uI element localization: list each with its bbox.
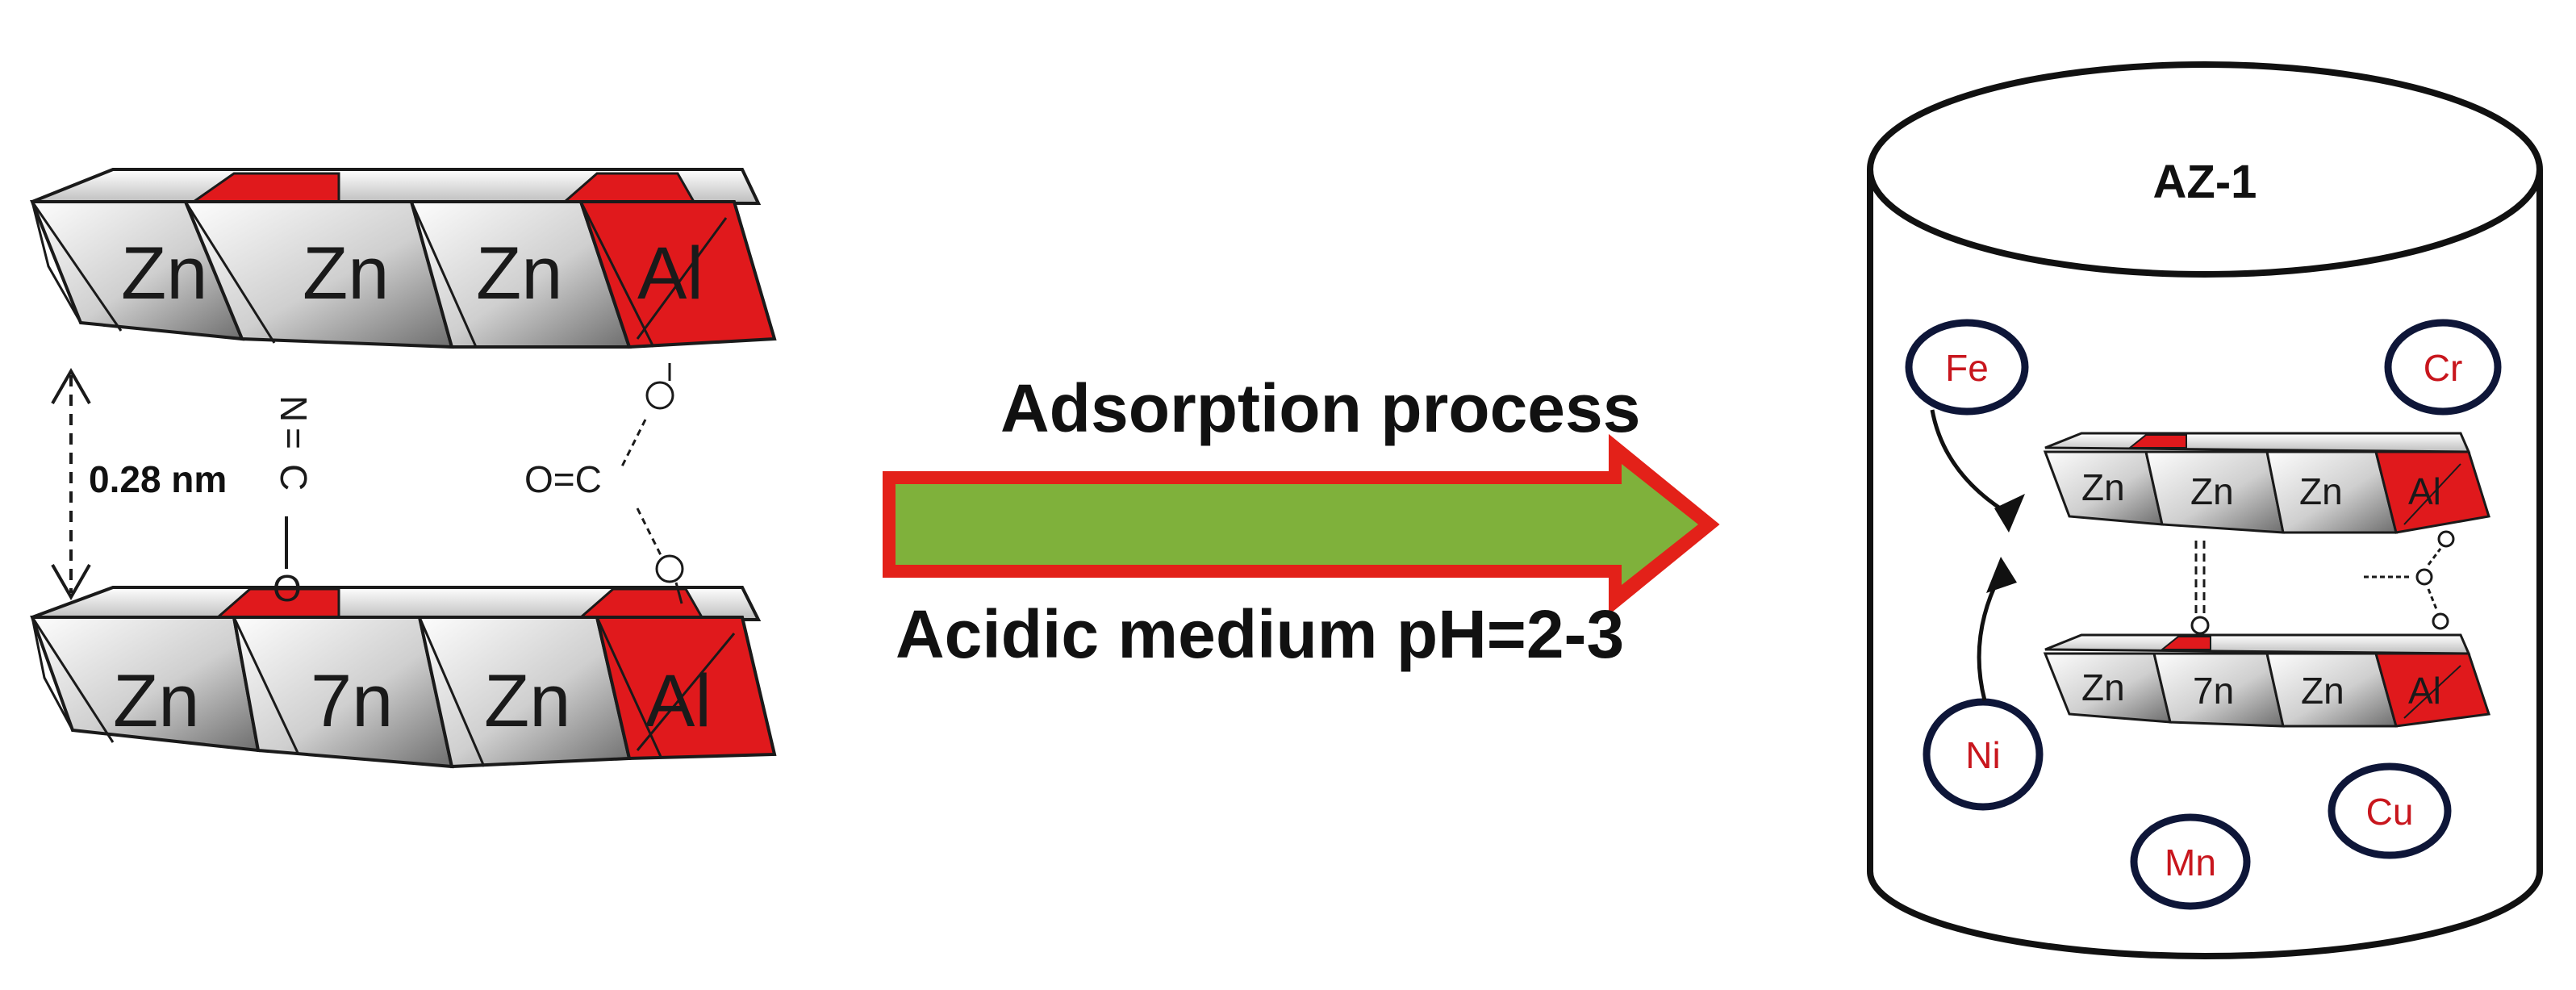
mini-top-cell-3: Zn [2299,470,2343,512]
nitrate-anion: N = C O [273,395,315,609]
bottom-cell-4: Al [645,660,712,742]
vessel-lid [1867,61,2543,278]
ldh-top-layer: Zn Zn Zn Al [30,168,777,349]
process-arrow-fill [896,464,1698,585]
mini-ldh-top: Zn Zn Zn Al [2043,432,2490,534]
mini-bottom-cell-4: Al [2408,670,2441,712]
mini-top-cell-4: Al [2408,470,2441,512]
nitrate-o: O [273,567,302,609]
svg-text:Fe: Fe [1945,347,1989,389]
carbonate-oc: O=C [524,458,602,500]
ion-mn: Mn [2130,813,2251,910]
ion-cu: Cu [2328,762,2452,859]
carbonate-anion: O=C [524,363,684,604]
top-cell-1: Zn [121,232,207,315]
process-top-text: Adsorption process [1000,370,1640,446]
svg-text:Cu: Cu [2366,791,2414,833]
nitrate-c: C [273,464,315,491]
ion-arrows [1930,409,2025,701]
process-arrow: Adsorption process Acidic medium pH=2-3 [883,370,1720,672]
vessel: AZ-1 Fe Cr Ni Mn Cu [1867,61,2543,959]
process-bottom-text: Acidic medium pH=2-3 [896,596,1624,672]
interlayer-distance-arrow: 0.28 nm [51,367,227,601]
mini-bottom-cell-2: 7n [2193,670,2234,712]
ion-cr: Cr [2384,319,2502,416]
bottom-cell-1: Zn [113,660,199,742]
ldh-bottom-layer: Zn 7n Zn Al [30,586,777,769]
top-cell-3: Zn [476,232,562,315]
mini-top-cell-2: Zn [2190,470,2234,512]
mini-anions [2190,530,2455,635]
nitrate-eq: = [273,428,315,449]
svg-text:Ni: Ni [1965,734,2000,776]
ldh-structure-left: Zn Zn Zn Al Zn 7n Zn Al [30,168,777,769]
ion-ni: Ni [1923,698,2044,811]
mini-bottom-cell-3: Zn [2301,670,2344,712]
interlayer-distance-label: 0.28 nm [89,458,227,500]
ion-fe: Fe [1905,319,2029,416]
vessel-title: AZ-1 [2153,156,2257,208]
top-cell-4: Al [637,232,703,315]
top-cell-2: Zn [303,232,389,315]
mini-top-cell-1: Zn [2081,466,2125,508]
nitrate-n: N [273,395,315,422]
svg-text:Cr: Cr [2424,347,2463,389]
bottom-cell-3: Zn [484,660,570,742]
mini-ldh-bottom: Zn 7n Zn Al [2043,633,2490,728]
bottom-cell-2: 7n [311,660,393,742]
svg-text:Mn: Mn [2165,842,2216,883]
mini-bottom-cell-1: Zn [2081,666,2125,708]
